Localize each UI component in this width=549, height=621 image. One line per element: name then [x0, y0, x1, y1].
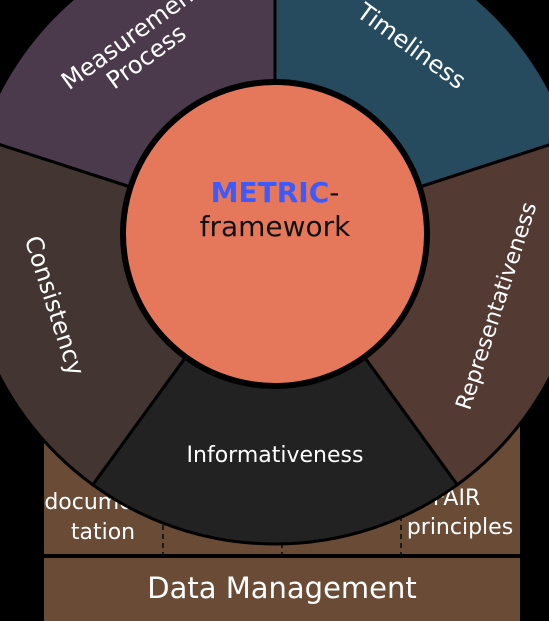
data-management-base — [44, 558, 520, 621]
center-subtitle: framework — [200, 210, 352, 243]
center-title-dash: - — [329, 176, 339, 209]
data-management-label: Data Management — [147, 571, 417, 605]
pillar-label-fair: FAIR principles — [407, 486, 513, 540]
center-circle — [120, 79, 430, 389]
ring-segments — [0, 0, 549, 546]
segment-label-informativeness: Informativeness — [187, 443, 364, 468]
center-title-metric: METRIC — [211, 176, 330, 209]
center-title: METRIC- — [211, 176, 340, 209]
pillar-label-documentation: documen- tation — [44, 490, 161, 545]
